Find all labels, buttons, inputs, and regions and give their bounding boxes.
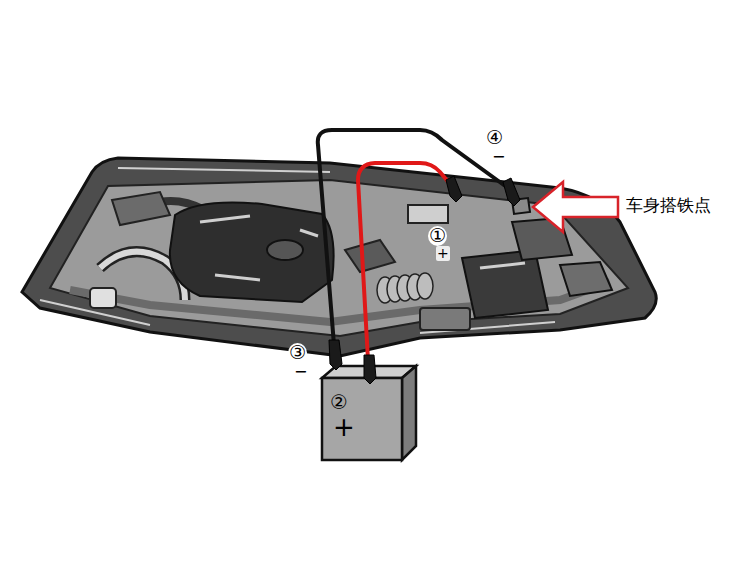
- battery-highlight: [480, 263, 525, 268]
- polarity-sign: −: [294, 364, 307, 381]
- bracket: [345, 240, 395, 272]
- engine-cap: [267, 240, 303, 260]
- red-jumper-cable: [358, 163, 450, 360]
- body-highlight: [40, 168, 555, 333]
- ground-point-label: 车身搭铁点: [626, 197, 711, 215]
- pointer-arrow: [533, 182, 618, 232]
- donor-battery-side: [402, 366, 416, 460]
- polarity-sign: +: [436, 246, 450, 261]
- engine-cover: [170, 202, 334, 302]
- callout-number: ①: [428, 226, 447, 246]
- engine-highlight: [200, 216, 318, 280]
- air-box: [420, 308, 470, 330]
- polarity-sign: −: [492, 149, 505, 166]
- engine-compartment: [50, 180, 628, 336]
- donor-battery-front: [322, 378, 402, 460]
- callout-number: ②: [330, 392, 348, 413]
- reservoir: [90, 288, 116, 308]
- cable-clamp: [329, 176, 520, 384]
- dead-battery: [462, 250, 548, 318]
- callout-number: ④: [485, 128, 504, 148]
- wheel-arch: [112, 192, 170, 225]
- callout-number: ③: [288, 343, 307, 363]
- bracket: [408, 205, 448, 223]
- polarity-sign: +: [333, 414, 355, 441]
- car-body: [22, 158, 656, 356]
- intake-bellows: [377, 273, 433, 303]
- strut-tower: [560, 262, 612, 296]
